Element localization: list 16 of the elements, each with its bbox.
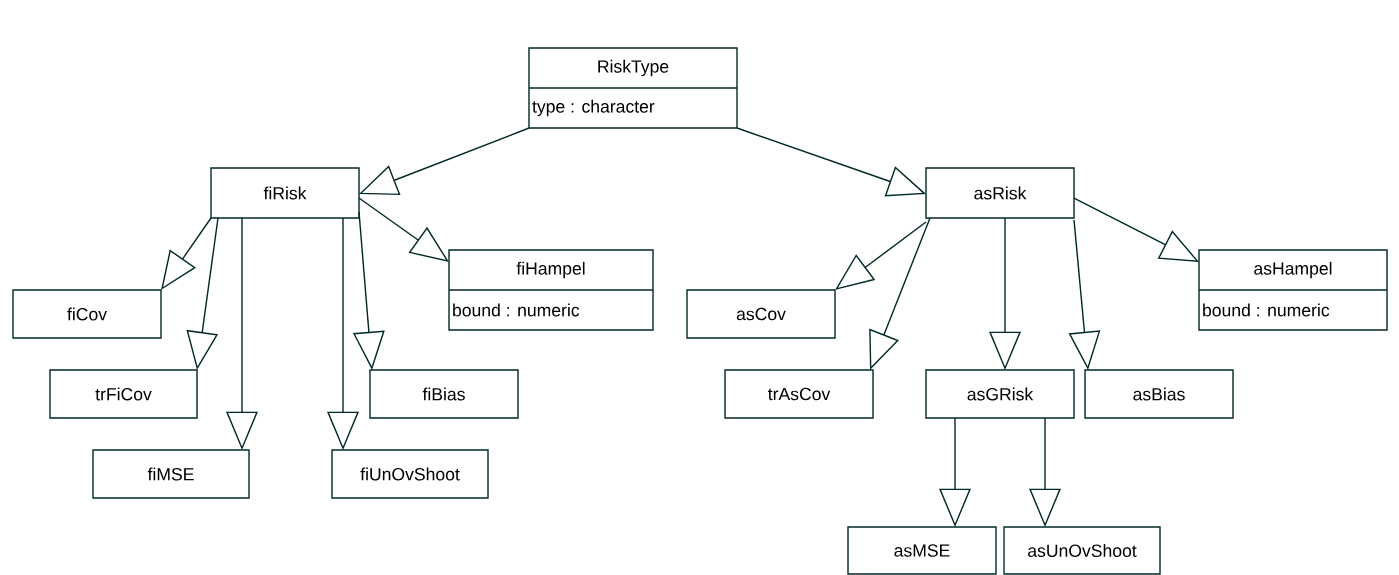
class-box: trAsCov [724, 369, 874, 419]
class-box: asHampel bound : numeric [1198, 249, 1388, 331]
class-box: asMSE [847, 526, 997, 575]
inheritance-arrow [1073, 197, 1199, 262]
class-box: fiBias [369, 369, 519, 419]
class-box: asCov [686, 289, 836, 339]
inheritance-arrow [358, 197, 449, 262]
class-box: RiskType type : character [528, 47, 738, 129]
class-box: fiCov [12, 289, 162, 339]
class-box: asUnOvShoot [1003, 526, 1161, 575]
inheritance-arrow [161, 217, 212, 290]
class-box: fiHampel bound : numeric [448, 249, 654, 331]
inheritance-arrow [835, 221, 927, 290]
class-box: trFiCov [49, 369, 198, 419]
class-box: asBias [1084, 369, 1234, 419]
class-box: fiMSE [92, 449, 250, 499]
